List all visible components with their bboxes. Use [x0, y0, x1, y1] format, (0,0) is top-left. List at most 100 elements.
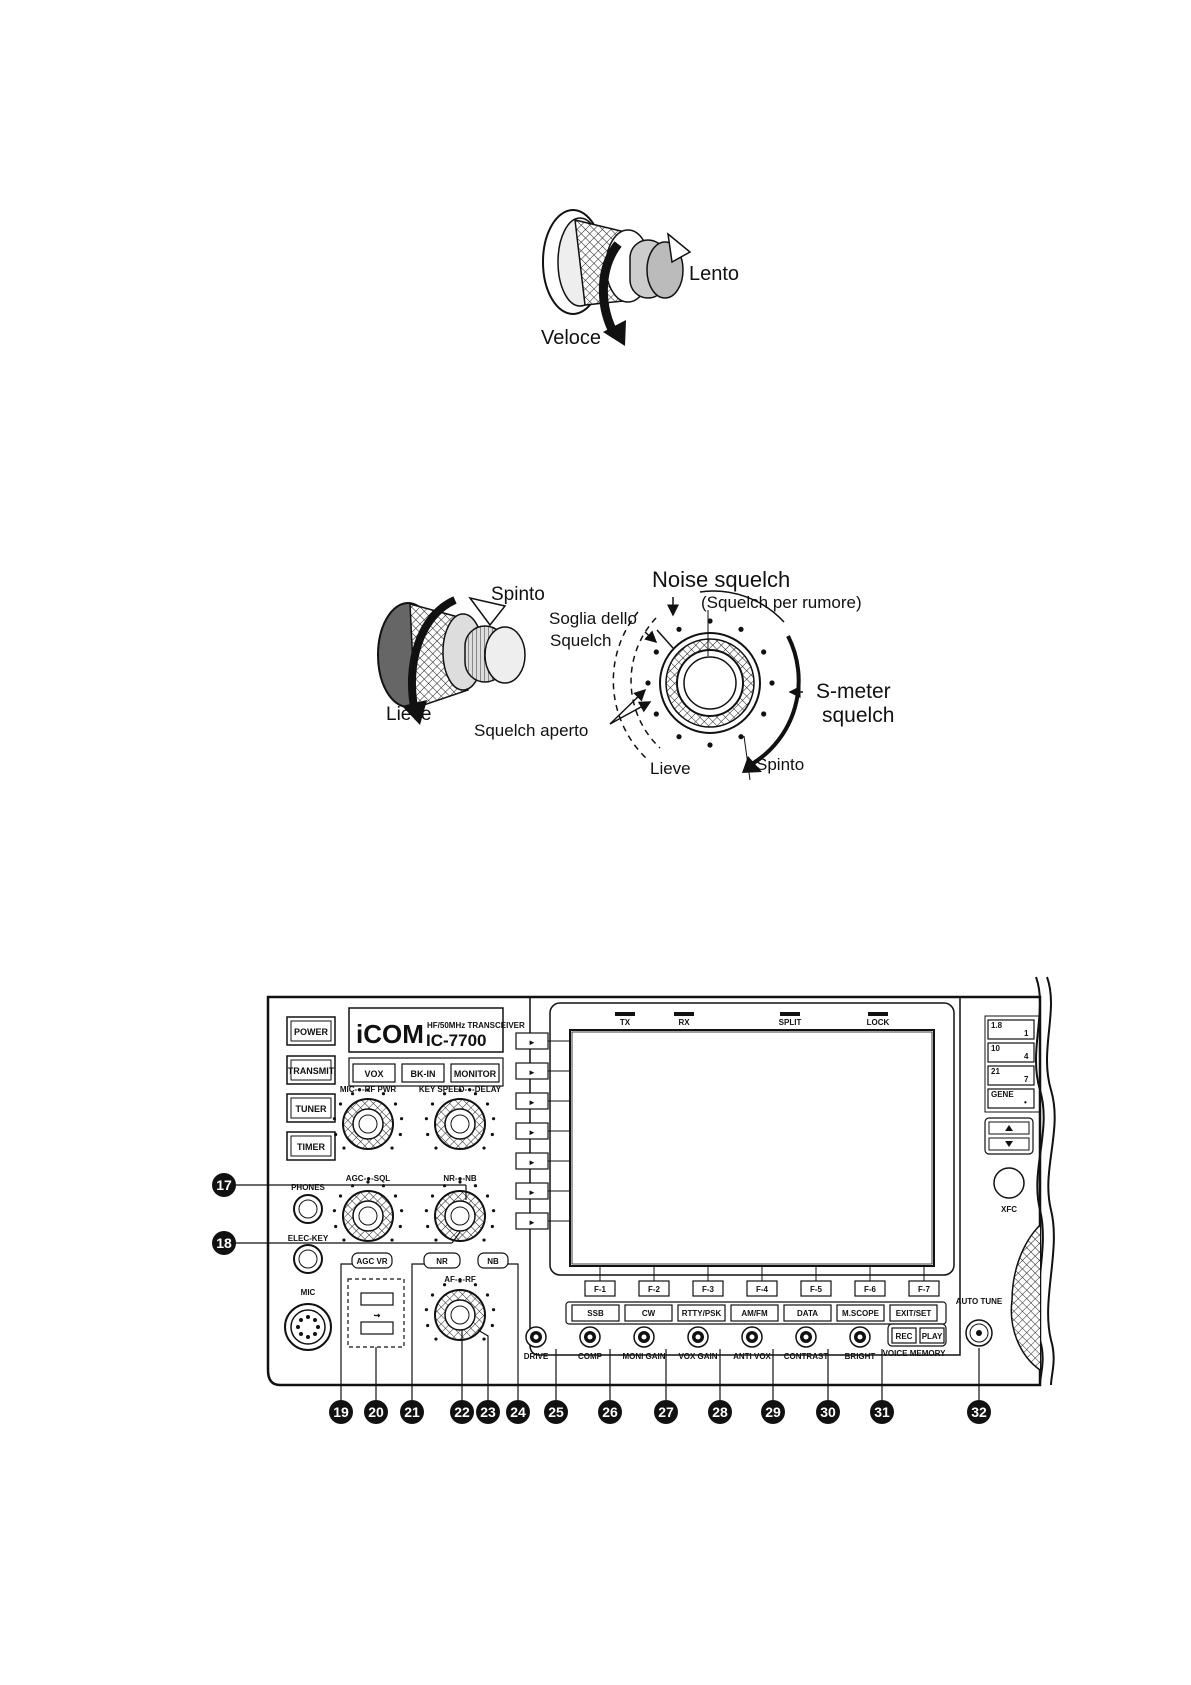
threshold-label-1: Soglia dello: [549, 609, 637, 628]
down-arrow-icon: [1005, 1141, 1013, 1147]
callout-badge: [816, 1400, 840, 1424]
function-button-label: F-3: [702, 1285, 715, 1294]
band-button[interactable]: [987, 1088, 1035, 1109]
mode-button[interactable]: [889, 1304, 938, 1322]
function-button[interactable]: [638, 1280, 670, 1297]
callout-number: 23: [480, 1404, 496, 1420]
phones-jack[interactable]: [293, 1194, 323, 1224]
smeter-label-1: S-meter: [816, 680, 891, 703]
callout-badge: [212, 1173, 236, 1197]
timer-button[interactable]: TIMER: [297, 1142, 325, 1152]
scale-dot: [424, 1117, 429, 1121]
callout-number: 18: [216, 1235, 232, 1251]
dial-dot: [676, 626, 682, 632]
mode-button[interactable]: [836, 1304, 885, 1322]
main-dial-edge[interactable]: [1010, 1224, 1041, 1371]
callout-number: 22: [454, 1404, 470, 1420]
function-button[interactable]: [800, 1280, 832, 1297]
tuner-button[interactable]: TUNER: [296, 1104, 327, 1114]
mode-button[interactable]: [677, 1304, 726, 1322]
front-panel: POWER TRANSMIT TUNER TIMER iCOM HF/50MHz…: [212, 976, 1056, 1424]
vox-button[interactable]: VOX: [364, 1069, 383, 1079]
scale-dot: [332, 1117, 337, 1121]
pot-label: MONI GAIN: [622, 1352, 665, 1361]
function-button[interactable]: [854, 1280, 886, 1297]
scale-dot: [473, 1283, 478, 1287]
scale-dot: [350, 1092, 355, 1096]
dial-dot: [645, 680, 651, 686]
power-button[interactable]: POWER: [294, 1027, 329, 1037]
light-label: Lieve: [386, 704, 431, 725]
squelch-open-label: Squelch aperto: [474, 721, 588, 740]
mode-button[interactable]: [730, 1304, 779, 1322]
callout-number: 32: [971, 1404, 987, 1420]
mode-button[interactable]: [571, 1304, 620, 1322]
dial-dot: [707, 742, 713, 748]
xfc-button[interactable]: [993, 1167, 1025, 1199]
nb-button[interactable]: [477, 1252, 509, 1269]
pot-label: CONTRAST: [784, 1352, 829, 1361]
knob-key-delay[interactable]: [434, 1098, 486, 1150]
play-button[interactable]: [919, 1327, 945, 1344]
band-button-top: 10: [991, 1044, 1000, 1053]
band-button-bottom: 4: [1024, 1052, 1029, 1061]
mode-button-label: RTTY/PSK: [682, 1309, 722, 1318]
knob-af-rf[interactable]: [434, 1289, 486, 1341]
mic-connector[interactable]: [284, 1303, 332, 1351]
bk-in-button[interactable]: BK-IN: [411, 1069, 436, 1079]
callout-leaders: [234, 1184, 519, 1400]
nr-nb-label: NR-●-NB: [443, 1174, 476, 1183]
mode-button[interactable]: [624, 1304, 673, 1322]
rx-indicator: RX: [678, 1018, 690, 1027]
agc-vr-button[interactable]: [351, 1252, 393, 1269]
scale-dot: [430, 1293, 435, 1297]
mode-button-label: SSB: [587, 1309, 604, 1318]
noise-squelch-label: Noise squelch: [652, 567, 790, 592]
band-button[interactable]: [987, 1042, 1035, 1063]
tx-indicator: TX: [620, 1018, 631, 1027]
elec-key-jack[interactable]: [293, 1244, 323, 1274]
function-button[interactable]: [584, 1280, 616, 1297]
band-button-top: 21: [991, 1067, 1000, 1076]
nr-button[interactable]: [423, 1252, 461, 1269]
scale-dot: [332, 1209, 337, 1213]
monitor-button[interactable]: MONITOR: [454, 1069, 497, 1079]
callout-badge: [598, 1400, 622, 1424]
scale-dot: [390, 1238, 394, 1242]
nr-label: NR: [436, 1257, 448, 1266]
scale-dot: [338, 1102, 343, 1106]
pot-label: DRIVE: [524, 1352, 549, 1361]
scale-dot: [482, 1337, 486, 1341]
knob-mic-rf[interactable]: [342, 1098, 394, 1150]
band-button-bottom: 7: [1024, 1075, 1029, 1084]
callout-badge: [506, 1400, 530, 1424]
callout-badge: [212, 1231, 236, 1255]
model-subtitle: HF/50MHz TRANSCEIVER: [427, 1021, 525, 1030]
auto-tune-button[interactable]: [965, 1319, 993, 1347]
scale-dot: [426, 1323, 430, 1328]
callout-badge: [364, 1400, 388, 1424]
function-button-label: F-2: [648, 1285, 661, 1294]
dial-dot: [761, 711, 767, 717]
function-button[interactable]: [692, 1280, 724, 1297]
function-button[interactable]: [908, 1280, 940, 1297]
band-button[interactable]: [987, 1065, 1035, 1086]
play-arrow-icon: ►: [528, 1128, 536, 1137]
side-menu-buttons: ►►►►►►►: [515, 1032, 570, 1230]
agc-vr-label: AGC VR: [356, 1257, 387, 1266]
band-button-top: GENE: [991, 1090, 1014, 1099]
scale-dot: [424, 1209, 429, 1213]
knob-agc-sql[interactable]: [342, 1190, 394, 1242]
transmit-button[interactable]: TRANSMIT: [288, 1066, 335, 1076]
function-button[interactable]: [746, 1280, 778, 1297]
usb-port[interactable]: ⇝: [347, 1278, 405, 1348]
band-button[interactable]: [987, 1019, 1035, 1040]
scale-dot: [491, 1209, 496, 1213]
rec-button[interactable]: [891, 1327, 917, 1344]
phones-label: PHONES: [291, 1183, 325, 1192]
knob-nr-nb[interactable]: [434, 1190, 486, 1242]
mode-button[interactable]: [783, 1304, 832, 1322]
scale-dot: [399, 1209, 404, 1213]
